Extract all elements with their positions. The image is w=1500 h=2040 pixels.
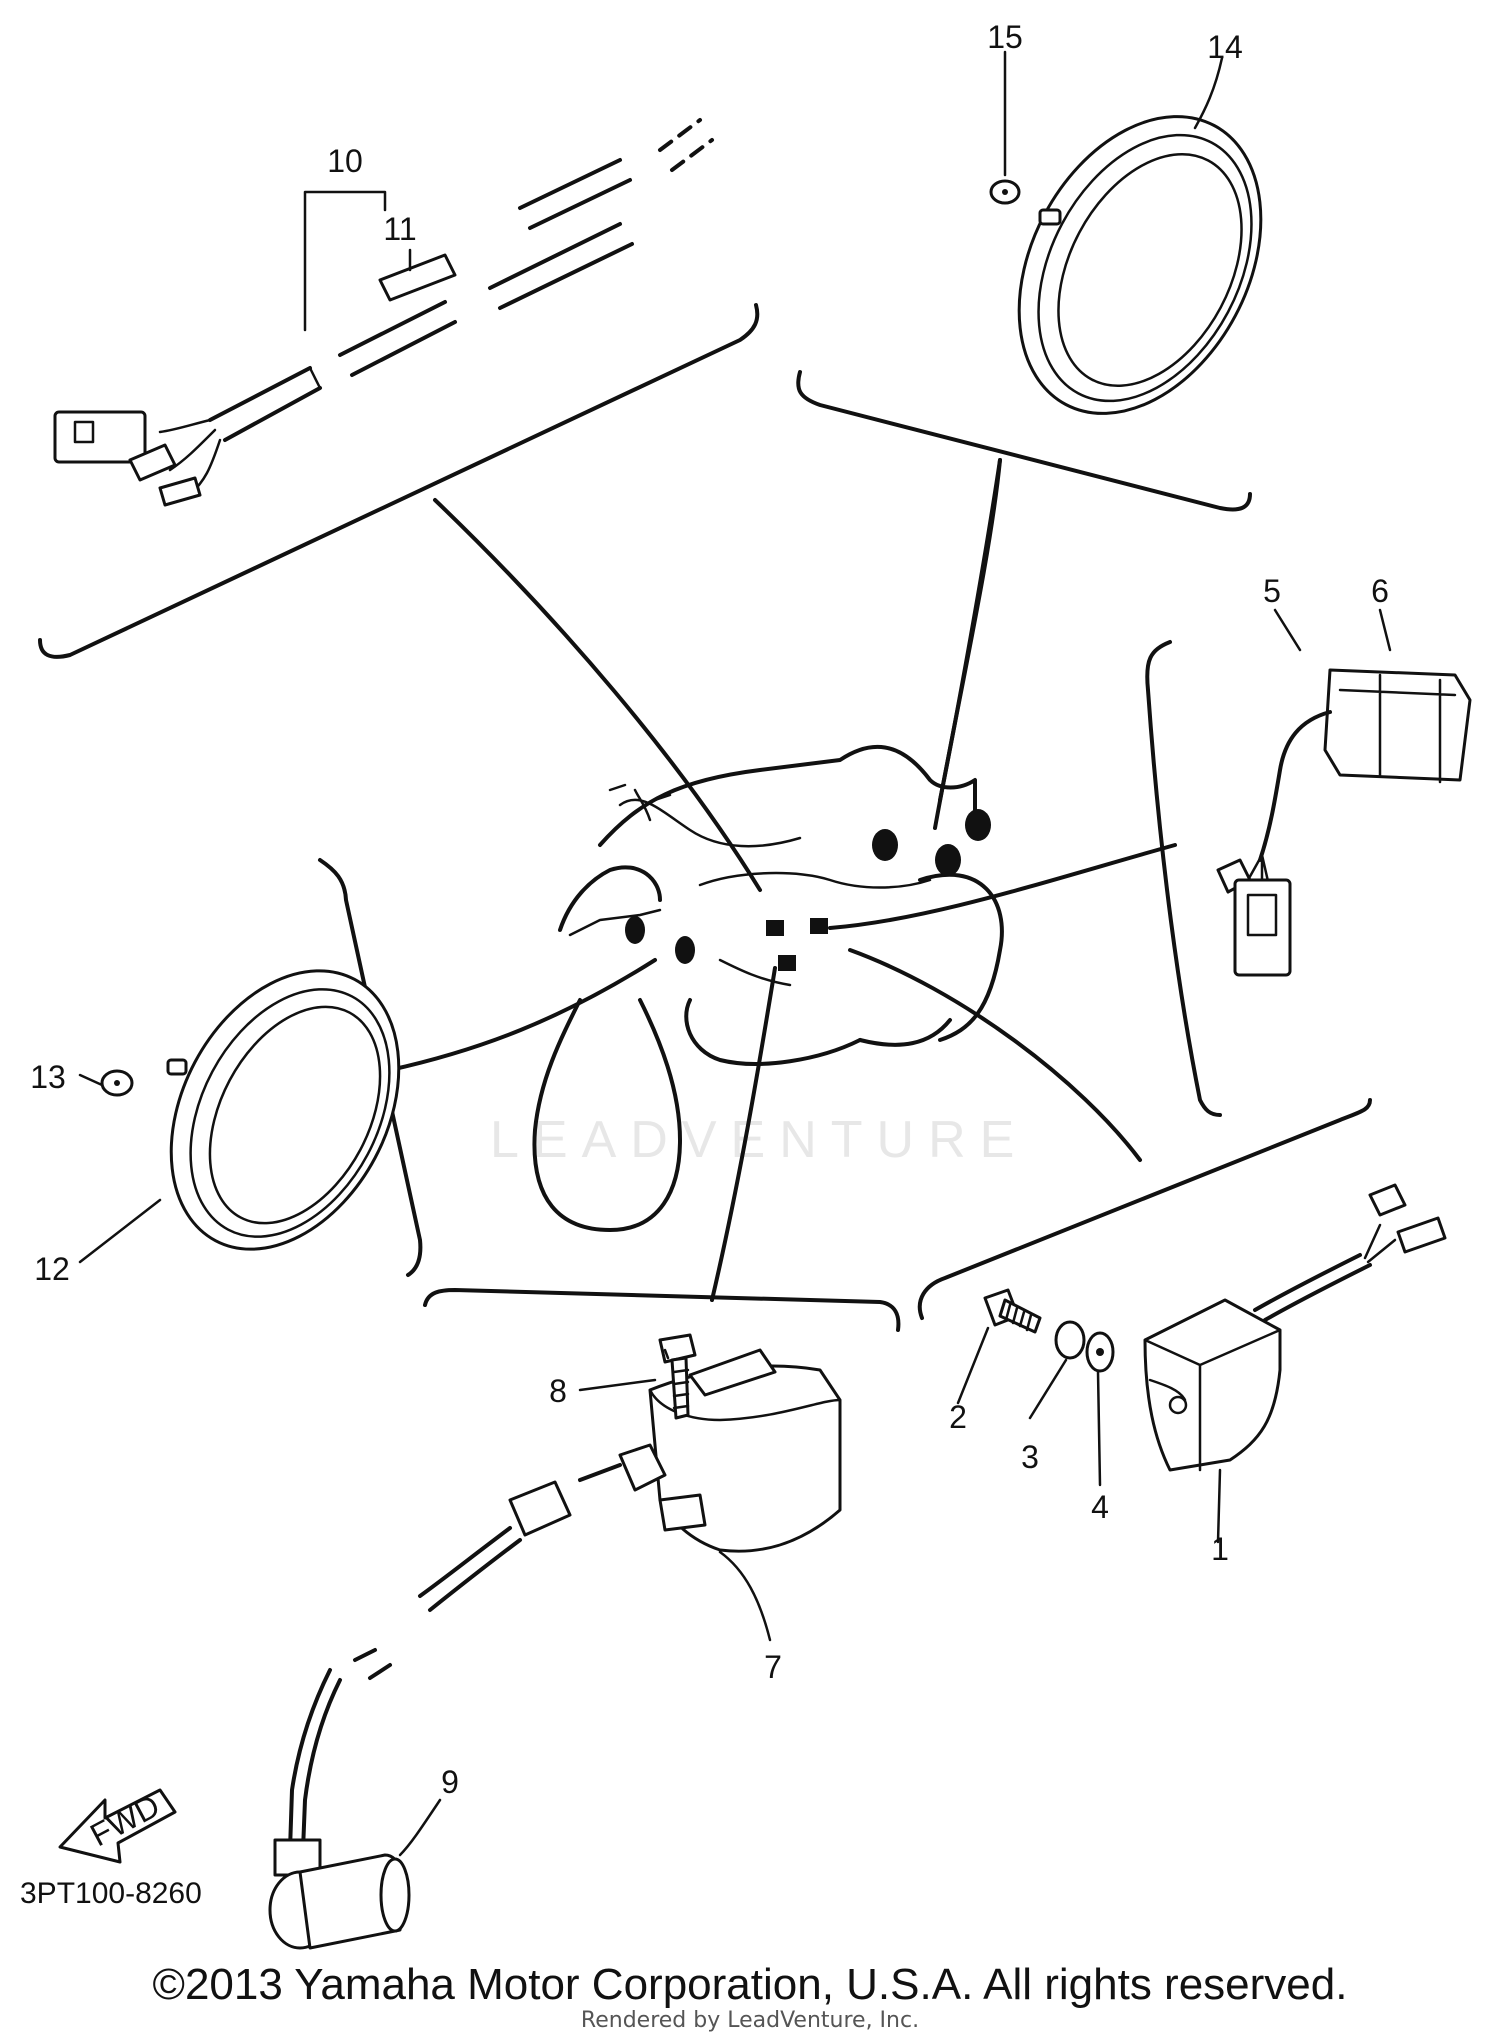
callout-12: 12 [34, 1251, 70, 1287]
callout-7: 7 [764, 1649, 782, 1685]
leader-harness [433, 498, 762, 892]
callout-5: 5 [1263, 573, 1281, 609]
frame-bracket-top-right [796, 370, 1252, 512]
bolt-8[interactable] [658, 1333, 697, 1420]
reflector-rear[interactable] [970, 75, 1309, 455]
callout-6: 6 [1371, 573, 1389, 609]
forward-arrow-icon: FWD [58, 1787, 177, 1864]
svg-text:FWD: FWD [84, 1787, 165, 1853]
harness-clamp[interactable] [378, 253, 457, 302]
callout-15: 15 [987, 19, 1023, 55]
watermark: LEADVENTURE [490, 1111, 1029, 1169]
ignition-coil[interactable] [578, 1348, 842, 1553]
washer-3[interactable] [1054, 1320, 1086, 1360]
leader-reflector-front [388, 958, 657, 1072]
callout-4: 4 [1091, 1489, 1109, 1525]
reflector-front[interactable] [125, 931, 444, 1288]
callout-3: 3 [1021, 1439, 1039, 1475]
callout-10: 10 [327, 143, 363, 179]
rendered-by-note: Rendered by LeadVenture, Inc. [580, 2008, 920, 2033]
leader-rectifier [828, 843, 1177, 930]
callout-9: 9 [441, 1764, 459, 1800]
motorcycle-outline [532, 745, 1004, 1232]
callout-14: 14 [1207, 29, 1243, 65]
callout-10-leader [303, 190, 387, 332]
callout-2: 2 [949, 1399, 967, 1435]
rectifier-regulator[interactable] [1216, 668, 1472, 977]
diagram-code: 3PT100-8260 [20, 1877, 202, 1910]
copyright-notice: ©2013 Yamaha Motor Corporation, U.S.A. A… [152, 1960, 1348, 2009]
frame-bracket-bottom-left [423, 1288, 901, 1332]
callout-1: 1 [1211, 1531, 1229, 1567]
harness-connector[interactable] [53, 410, 147, 464]
screw-2[interactable] [983, 1288, 1042, 1334]
leader-ignition-coil [710, 966, 777, 1302]
frame-bracket-bottom-right [917, 1098, 1372, 1320]
callout-13: 13 [30, 1059, 66, 1095]
callout-11: 11 [383, 211, 416, 247]
wire-harness[interactable] [53, 118, 714, 507]
spark-plug-cap[interactable] [268, 1480, 572, 1950]
leader-cdi [848, 948, 1142, 1162]
callout-8: 8 [549, 1373, 567, 1409]
cdi-unit[interactable] [1143, 1183, 1447, 1472]
frame-bracket-top-left [38, 303, 760, 659]
frame-bracket-right [1145, 640, 1222, 1117]
leader-reflector-rear [933, 458, 1002, 830]
